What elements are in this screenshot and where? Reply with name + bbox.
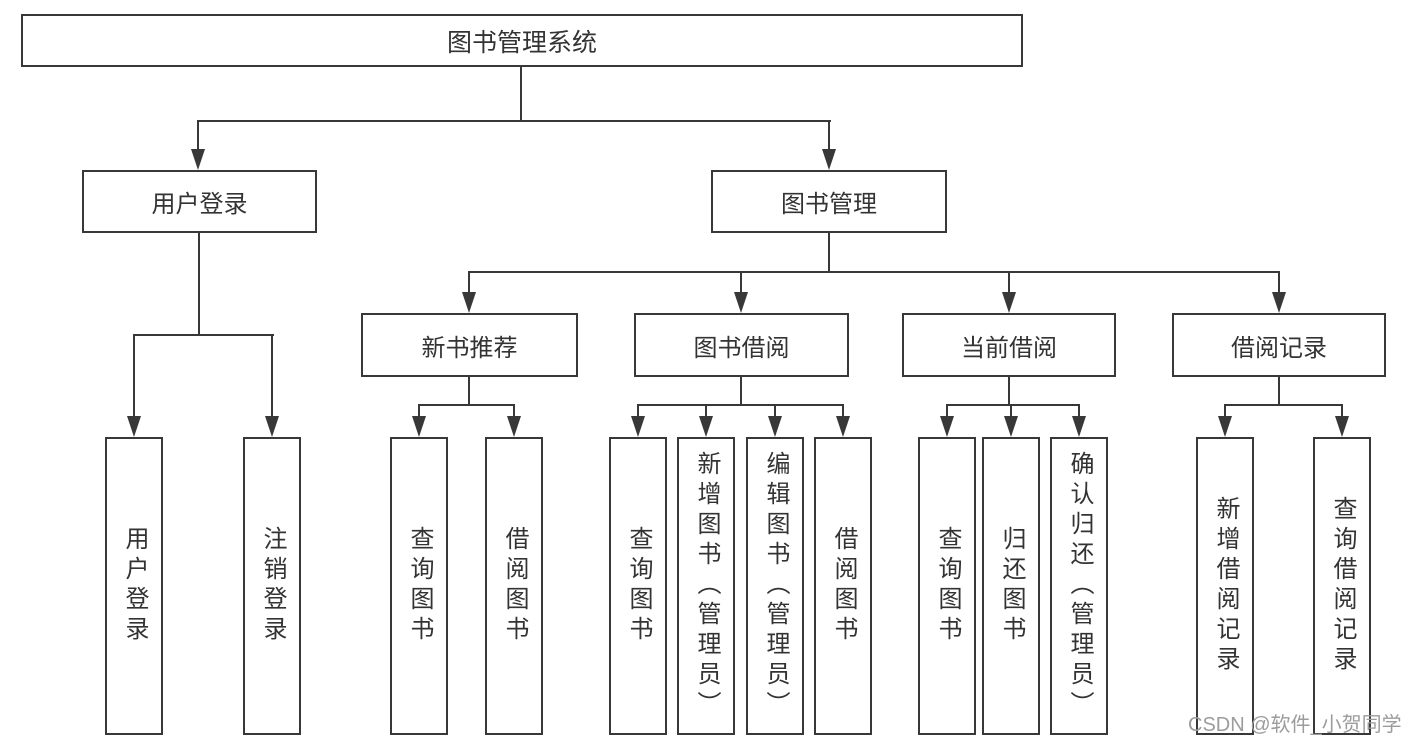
leaf-label: 查询图书 [625, 526, 652, 646]
arrowhead-down [734, 292, 748, 313]
leaf-borrow-edit-book-admin: 编辑图书（管理员） [746, 437, 804, 735]
leaf-label: 用户登录 [121, 526, 148, 646]
edge-user-login-rail [133, 334, 274, 336]
node-book-borrow: 图书借阅 [634, 313, 849, 377]
leaf-label: 借阅图书 [830, 526, 857, 646]
node-user-login: 用户登录 [82, 170, 317, 233]
edge-group-rail [418, 404, 515, 406]
edge-book-management-stem [828, 233, 830, 273]
arrowhead-down [127, 416, 141, 437]
edge-drop-new-book [468, 271, 470, 293]
arrowhead-down [191, 149, 205, 170]
edge-drop-leaf [133, 334, 135, 417]
arrowhead-down [1218, 416, 1232, 437]
arrowhead-down [1272, 292, 1286, 313]
leaf-recommend-borrow-book: 借阅图书 [485, 437, 543, 735]
leaf-label: 归还图书 [998, 526, 1025, 646]
leaf-label: 查询图书 [934, 526, 961, 646]
csdn-watermark: CSDN @软件_小贺同学 [1188, 714, 1402, 736]
edge-group-stem [740, 377, 742, 406]
edge-drop-leaf [637, 404, 639, 418]
edge-drop-leaf [774, 404, 776, 418]
leaf-label: 借阅图书 [501, 526, 528, 646]
edge-drop-leaf [705, 404, 707, 418]
edge-drop-current-borrow [1008, 271, 1010, 293]
edge-group-stem [468, 377, 470, 406]
edge-level2-rail [197, 120, 831, 122]
arrowhead-down [822, 149, 836, 170]
arrowhead-down [265, 416, 279, 437]
arrowhead-down [836, 416, 850, 437]
node-library-management-system: 图书管理系统 [21, 14, 1023, 67]
leaf-borrow-query-book: 查询图书 [609, 437, 667, 735]
edge-group-rail [946, 404, 1080, 406]
node-label: 图书管理系统 [446, 28, 597, 57]
node-label: 借阅记录 [1231, 334, 1327, 362]
arrowhead-down [507, 416, 521, 437]
leaf-current-query-book: 查询图书 [918, 437, 976, 735]
arrowhead-down [699, 416, 713, 437]
edge-user-login-stem [198, 233, 200, 336]
leaf-label: 注销登录 [259, 526, 286, 646]
leaf-label: 新增借阅记录 [1212, 496, 1239, 676]
edge-drop-borrow-records [1278, 271, 1280, 293]
edge-drop-leaf [271, 334, 273, 417]
arrowhead-down [1335, 416, 1349, 437]
edge-drop-leaf [418, 404, 420, 418]
edge-drop-leaf [946, 404, 948, 418]
arrowhead-down [1002, 292, 1016, 313]
edge-drop-leaf [842, 404, 844, 418]
leaf-records-add-record: 新增借阅记录 [1196, 437, 1254, 735]
node-new-book-recommend: 新书推荐 [361, 313, 578, 377]
node-label: 当前借阅 [961, 334, 1057, 362]
leaf-user-login: 用户登录 [105, 437, 163, 735]
node-label: 图书借阅 [693, 334, 790, 362]
leaf-label: 编辑图书（管理员） [762, 451, 789, 721]
leaf-label: 确认归还（管理员） [1066, 451, 1093, 721]
edge-drop-book-borrow [740, 271, 742, 293]
leaf-label: 查询借阅记录 [1329, 496, 1356, 676]
edge-drop-book-management [828, 120, 830, 150]
edge-drop-leaf [1224, 404, 1226, 418]
node-current-borrow: 当前借阅 [902, 313, 1116, 377]
leaf-label: 查询图书 [406, 526, 433, 646]
edge-drop-leaf [1341, 404, 1343, 418]
node-label: 用户登录 [151, 191, 248, 218]
arrowhead-down [412, 416, 426, 437]
edge-group-rail [637, 404, 844, 406]
node-label: 新书推荐 [421, 334, 518, 362]
edge-drop-user-login [197, 120, 199, 150]
edge-group-stem [1278, 377, 1280, 406]
arrowhead-down [462, 292, 476, 313]
leaf-borrow-add-book-admin: 新增图书（管理员） [677, 437, 735, 735]
edge-drop-leaf [1078, 404, 1080, 418]
arrowhead-down [1004, 416, 1018, 437]
node-label: 图书管理 [781, 191, 877, 218]
leaf-label: 新增图书（管理员） [693, 451, 720, 721]
leaf-borrow-borrow-book: 借阅图书 [814, 437, 872, 735]
edge-root-stem [520, 67, 522, 122]
arrowhead-down [768, 416, 782, 437]
leaf-records-query-record: 查询借阅记录 [1313, 437, 1371, 735]
leaf-recommend-query-book: 查询图书 [390, 437, 448, 735]
arrowhead-down [1072, 416, 1086, 437]
edge-drop-leaf [1010, 404, 1012, 418]
arrowhead-down [940, 416, 954, 437]
edge-group-stem [1008, 377, 1010, 406]
arrowhead-down [631, 416, 645, 437]
edge-group-rail [1224, 404, 1343, 406]
leaf-logout: 注销登录 [243, 437, 301, 735]
node-book-management: 图书管理 [711, 170, 947, 233]
edge-drop-leaf [513, 404, 515, 418]
leaf-current-confirm-return-admin: 确认归还（管理员） [1050, 437, 1108, 735]
node-borrow-records: 借阅记录 [1172, 313, 1386, 377]
leaf-current-return-book: 归还图书 [982, 437, 1040, 735]
edge-level3-rail [468, 271, 1280, 273]
